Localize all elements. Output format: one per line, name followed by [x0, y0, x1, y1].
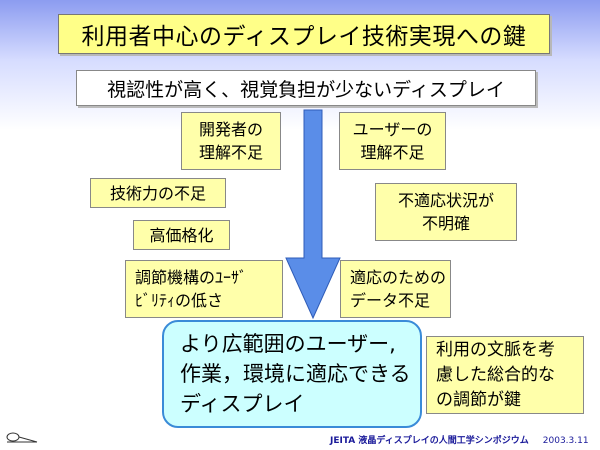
footer-event: JEITA 液晶ディスプレイの人間工学シンポジウム	[330, 436, 529, 446]
factor-user-understanding: ユーザーの理解不足	[339, 112, 446, 170]
factor-high-price: 高価格化	[133, 220, 230, 250]
slide-title: 利用者中心のディスプレイ技術実現への鍵	[58, 14, 550, 54]
factor-adjustment-usability: 調節機構のﾕｰｻﾞﾋﾞﾘﾃｨの低さ	[125, 260, 283, 318]
factor-developer-understanding: 開発者の理解不足	[181, 112, 281, 170]
goal-box: より広範囲のユーザー,作業，環境に適応できるディスプレイ	[162, 320, 422, 428]
logo-icon	[6, 432, 38, 443]
factor-unclear-situation: 不適応状況が不明確	[375, 183, 517, 241]
footer: JEITA 液晶ディスプレイの人間工学シンポジウム 2003.3.11	[330, 433, 598, 446]
subtitle-box: 視認性が高く、視覚負担が少ないディスプレイ	[76, 70, 536, 106]
key-note-box: 利用の文脈を考慮した総合的なの調節が鍵	[426, 336, 584, 414]
footer-date: 2003.3.11	[542, 436, 589, 446]
factor-data-shortage: 適応のためのデータ不足	[340, 260, 451, 318]
factor-technology-shortage: 技術力の不足	[90, 178, 226, 208]
